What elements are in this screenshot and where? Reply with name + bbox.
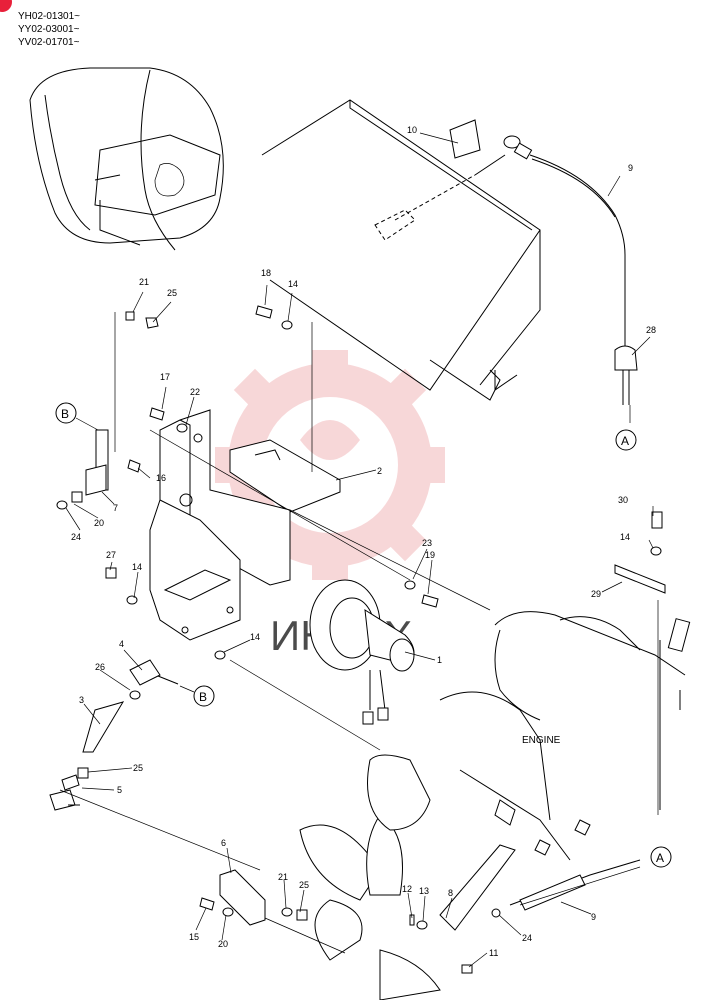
part-label-7: 7 — [113, 503, 118, 513]
link-bracket-foot — [85, 464, 107, 496]
serial-code: YH02-01301~ — [18, 11, 80, 22]
mounting-plate — [149, 409, 291, 641]
part-label-17: 17 — [160, 372, 170, 382]
part-label-10: 10 — [407, 125, 417, 135]
alternator — [309, 579, 415, 725]
part-label-21: 21 — [278, 872, 288, 882]
ref-marker-b — [55, 402, 77, 424]
part-label-22: 22 — [190, 387, 200, 397]
part-label-14: 14 — [620, 532, 630, 542]
serial-code: YV02-01701~ — [18, 37, 80, 48]
serial-code: YY02-03001~ — [18, 24, 80, 35]
part-label-12: 12 — [402, 884, 412, 894]
part-label-15: 15 — [189, 932, 199, 942]
part-label-20: 20 — [218, 939, 228, 949]
part-label-29: 29 — [591, 589, 601, 599]
ref-marker-a — [615, 429, 637, 451]
part-label-25: 25 — [299, 880, 309, 890]
ref-marker-b-label: B — [61, 407, 69, 421]
engine-outline — [439, 611, 691, 861]
part-label-16: 16 — [156, 473, 166, 483]
part-label-11: 11 — [489, 948, 498, 958]
part-label-28: 28 — [646, 325, 656, 335]
part-label-19: 19 — [425, 550, 435, 560]
label-sticker — [449, 119, 481, 159]
hardware-items — [56, 305, 666, 974]
part-label-25: 25 — [133, 763, 143, 773]
part-label-1: 1 — [437, 655, 442, 665]
ref-marker-a — [650, 846, 672, 868]
part-label-9: 9 — [628, 163, 633, 173]
engine-label: ENGINE — [522, 735, 561, 746]
part-label-30: 30 — [618, 495, 628, 505]
bracket-2 — [229, 439, 341, 513]
part-label-24: 24 — [522, 933, 532, 943]
part-label-20: 20 — [94, 518, 104, 528]
part-label-3: 3 — [79, 695, 84, 705]
part-label-5: 5 — [117, 785, 122, 795]
part-label-9: 9 — [591, 912, 596, 922]
operator-seat — [29, 67, 224, 251]
serial-range-block: YH02-01301~ YY02-03001~ YV02-01701~ — [18, 10, 80, 49]
part-label-23: 23 — [422, 538, 432, 548]
part-label-27: 27 — [106, 550, 116, 560]
lower-bracket — [219, 869, 266, 926]
part-label-14: 14 — [250, 632, 260, 642]
part-label-2: 2 — [377, 466, 382, 476]
bracket-8 — [439, 844, 516, 931]
part-label-8: 8 — [448, 888, 453, 898]
ref-marker-b — [193, 685, 215, 707]
part-label-13: 13 — [419, 886, 429, 896]
part-label-26: 26 — [95, 662, 105, 672]
reference-markers: B B A A — [55, 402, 672, 868]
part-label-14: 14 — [132, 562, 142, 572]
throttle-cable-top — [503, 135, 638, 405]
battery-cover — [261, 99, 541, 401]
part-label-14: 14 — [288, 279, 298, 289]
ref-marker-a-label: A — [656, 851, 664, 865]
ref-marker-b-label: B — [199, 690, 207, 704]
part-label-6: 6 — [221, 838, 226, 848]
leader-lines — [59, 132, 659, 968]
part-label-21: 21 — [139, 277, 149, 287]
cooling-fan — [299, 754, 441, 1000]
part-label-25: 25 — [167, 288, 177, 298]
part-label-24: 24 — [71, 532, 81, 542]
part-label-4: 4 — [119, 639, 124, 649]
ref-marker-a-label: A — [621, 434, 629, 448]
tension-rod — [49, 659, 179, 811]
corner-badge — [0, 0, 12, 12]
throttle-cable-bottom — [509, 859, 641, 911]
part-labels: 10 9 18 14 21 25 28 17 22 2 16 7 20 24 3… — [71, 125, 656, 958]
part-label-18: 18 — [261, 268, 271, 278]
